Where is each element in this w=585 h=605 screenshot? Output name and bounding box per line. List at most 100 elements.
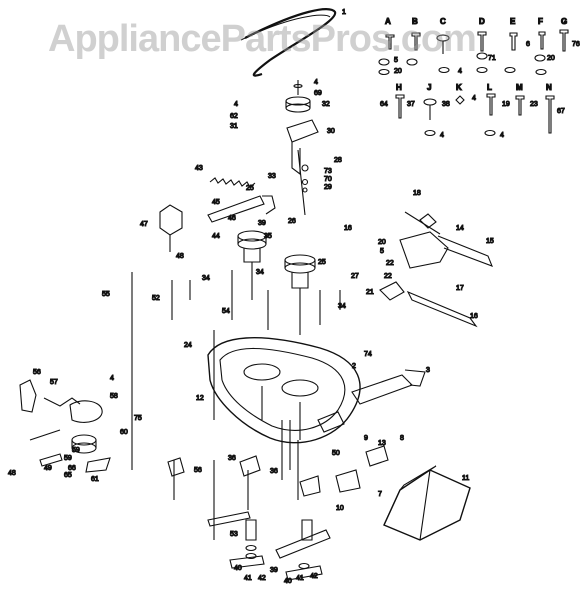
- callout-label: 22: [384, 273, 392, 280]
- callout-label: 54: [222, 308, 230, 315]
- callout-label: 18: [413, 190, 421, 197]
- callout-label: 73: [324, 168, 332, 175]
- hardware-number: 71: [488, 55, 496, 62]
- hardware-number: 4: [500, 132, 504, 139]
- mower-deck: [207, 337, 426, 444]
- hardware-letter: E: [510, 17, 516, 26]
- callout-label: 4: [110, 375, 114, 382]
- hardware-letter: G: [561, 17, 567, 26]
- callout-label: 53: [230, 531, 238, 538]
- hardware-number: 38: [442, 101, 450, 108]
- hardware-number: 19: [502, 101, 510, 108]
- hardware-bolts-row1: [378, 29, 569, 76]
- hardware-number: 37: [407, 101, 415, 108]
- callout-label: 4: [314, 79, 318, 86]
- spring: [209, 177, 256, 188]
- callout-label: 40: [284, 578, 292, 585]
- callout-label: 41: [296, 575, 304, 582]
- callout-label: 15: [486, 238, 494, 245]
- callout-label: 57: [50, 379, 58, 386]
- callout-label: 48: [8, 470, 16, 477]
- callout-labels: 1 4 69 32 4 62 31 30 43 28 73 70 29 33 2…: [7, 8, 494, 585]
- callout-label: 2: [352, 363, 356, 370]
- callout-label: 59: [64, 455, 72, 462]
- callout-label: 50: [332, 450, 340, 457]
- callout-label: 75: [134, 415, 142, 422]
- lift-rod-assembly: [379, 211, 493, 328]
- hardware-bolts-row2: [395, 93, 555, 137]
- hardware-number: 4: [440, 132, 444, 139]
- callout-label: 43: [195, 165, 203, 172]
- callout-label: 27: [351, 273, 359, 280]
- callout-label: 35: [264, 233, 272, 240]
- drive-belt: [240, 8, 337, 77]
- callout-label: 24: [184, 342, 192, 349]
- callout-label: 74: [364, 351, 372, 358]
- hardware-number: 64: [380, 101, 388, 108]
- hardware-number: 23: [530, 101, 538, 108]
- callout-label: 56: [33, 369, 41, 376]
- callout-label: 21: [366, 289, 374, 296]
- callout-label: 34: [202, 275, 210, 282]
- callout-label: 49: [44, 465, 52, 472]
- right-spindle-pulley: [284, 254, 316, 335]
- callout-label: 61: [91, 476, 99, 483]
- callout-label: 46: [228, 215, 236, 222]
- callout-label: 31: [230, 123, 238, 130]
- callout-label: 47: [140, 221, 148, 228]
- discharge-chute: [383, 465, 471, 541]
- left-bracket-upper: [159, 195, 276, 252]
- callout-label: 34: [338, 303, 346, 310]
- callout-label: 52: [152, 295, 160, 302]
- hardware-number: 6: [526, 41, 530, 48]
- callout-label: 33: [268, 173, 276, 180]
- hardware-letter: F: [538, 17, 543, 26]
- callout-label: 9: [364, 435, 368, 442]
- callout-label: 16: [344, 225, 352, 232]
- callout-label: 29: [324, 184, 332, 191]
- callout-label: 32: [322, 101, 330, 108]
- callout-label: 13: [378, 440, 386, 447]
- hardware-letter: K: [456, 83, 462, 92]
- left-spindle-pulley: [237, 230, 267, 300]
- callout-label: 28: [334, 157, 342, 164]
- hardware-letter-labels: A B C D E F G H J K L M N: [384, 16, 567, 92]
- hardware-number: 76: [572, 41, 580, 48]
- callout-label: 4: [234, 101, 238, 108]
- callout-label: 39: [258, 220, 266, 227]
- hardware-letter: A: [385, 17, 391, 26]
- hardware-number: 4: [472, 95, 476, 102]
- hardware-letter: L: [487, 83, 492, 92]
- callout-label: 65: [64, 472, 72, 479]
- idler-pulley-top: [285, 80, 311, 113]
- hardware-letter: J: [427, 83, 431, 92]
- hardware-letter: B: [412, 17, 418, 26]
- callout-label: 41: [244, 575, 252, 582]
- callout-label: 14: [456, 225, 464, 232]
- callout-label: 11: [462, 475, 469, 482]
- blade-adapters: [229, 519, 323, 581]
- hardware-letter: H: [396, 83, 402, 92]
- hardware-number: 20: [394, 68, 402, 75]
- hardware-letter: C: [440, 17, 446, 26]
- hardware-number: 5: [394, 57, 398, 64]
- callout-label: 55: [102, 291, 110, 298]
- callout-label: 66: [68, 465, 76, 472]
- hardware-letter: N: [546, 83, 552, 92]
- callout-label: 30: [327, 128, 335, 135]
- callout-label: 1: [342, 9, 346, 16]
- callout-label: 42: [258, 575, 266, 582]
- callout-label: 25: [318, 259, 326, 266]
- idler-bracket: [286, 119, 319, 216]
- callout-label: 42: [310, 573, 318, 580]
- callout-label: 36: [270, 468, 278, 475]
- callout-label: 56: [194, 467, 202, 474]
- callout-label: 10: [336, 505, 344, 512]
- callout-label: 3: [426, 367, 430, 374]
- hardware-number-labels: 5 6 20 71 76 20 4 64 37 38 4 19 23 67 4 …: [379, 40, 580, 139]
- callout-label: 39: [270, 567, 278, 574]
- callout-label: 44: [212, 233, 220, 240]
- callout-label: 48: [176, 253, 184, 260]
- callout-label: 22: [386, 260, 394, 267]
